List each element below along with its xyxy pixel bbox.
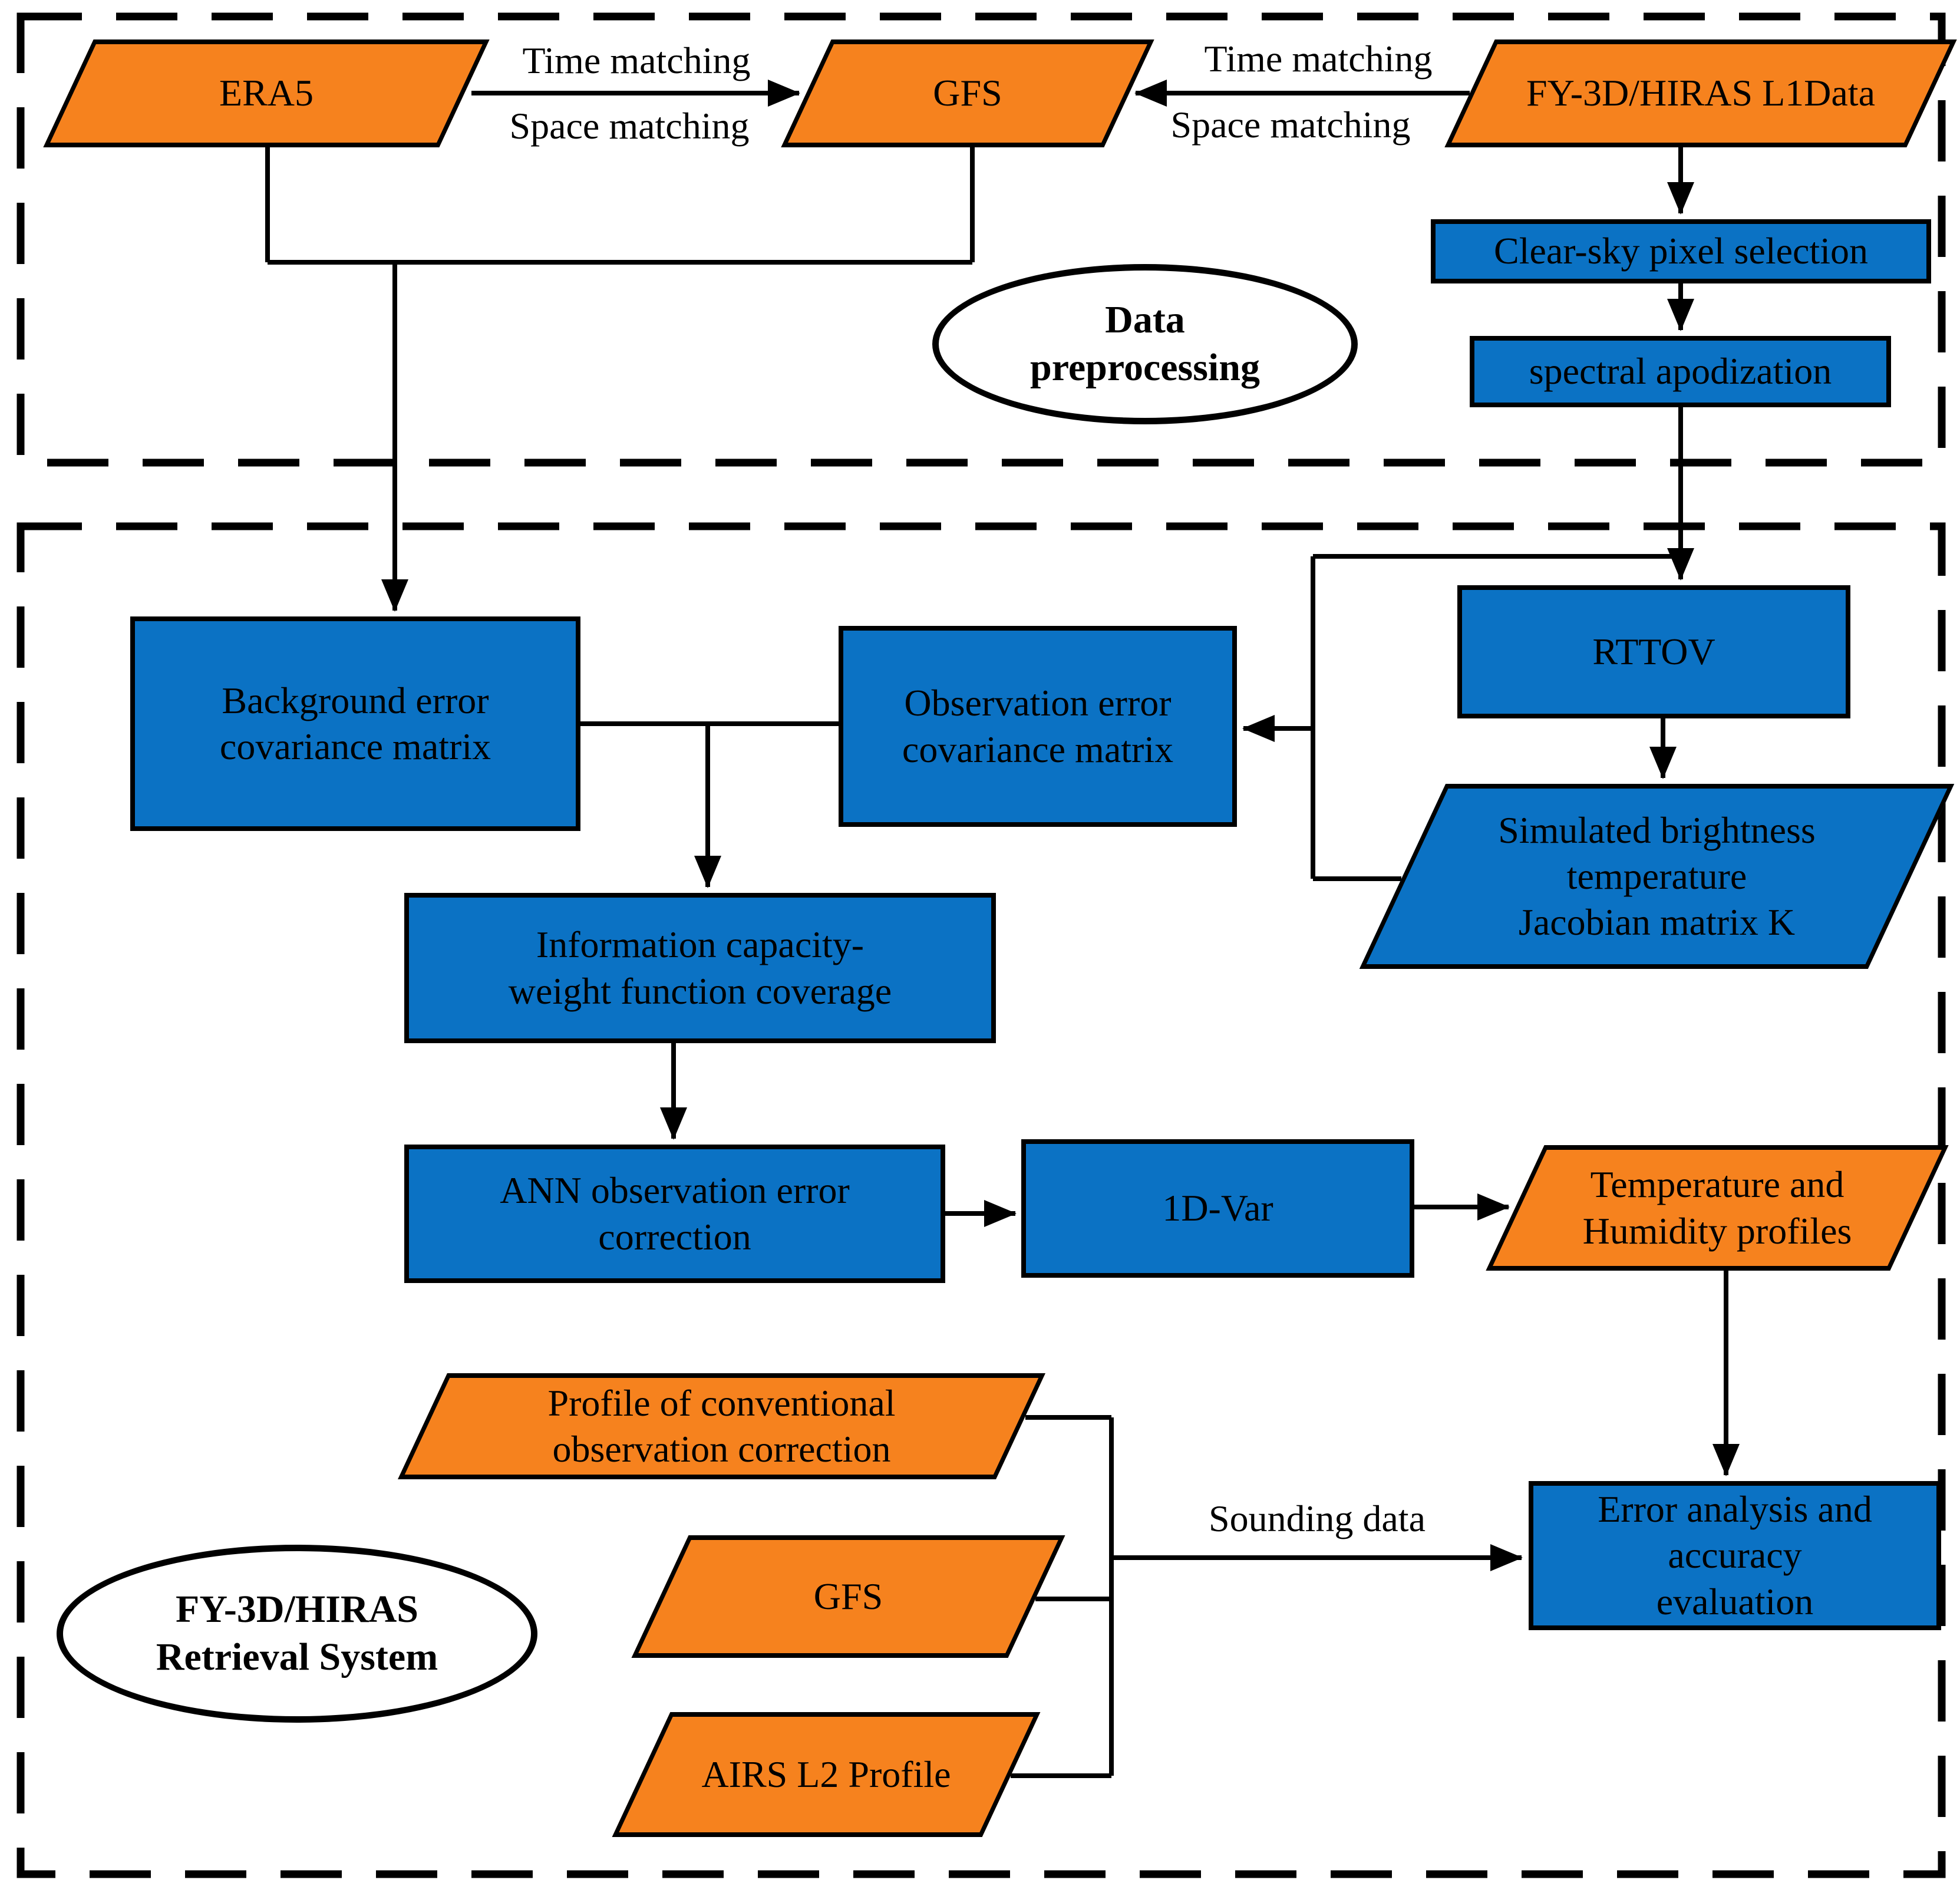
- edge-label-time-matching-left: Time matching: [522, 39, 751, 81]
- node-airs-l2-profile: AIRS L2 Profile: [612, 1712, 1041, 1837]
- simulated-bt-label: Simulated brightness temperature Jacobia…: [1498, 809, 1816, 944]
- spectral-apodization-label: spectral apodization: [1529, 350, 1832, 393]
- error-analysis-label: Error analysis and accuracy evaluation: [1598, 1488, 1872, 1623]
- node-rttov: RTTOV: [1457, 585, 1850, 718]
- node-profile-conventional-observation: Profile of conventional observation corr…: [398, 1373, 1045, 1479]
- temp-humidity-label: Temperature and Humidity profiles: [1582, 1163, 1852, 1252]
- retrieval-region-border: [17, 522, 1946, 1878]
- node-era5: ERA5: [43, 39, 490, 147]
- node-simulated-brightness-temperature: Simulated brightness temperature Jacobia…: [1359, 784, 1955, 969]
- node-clear-sky-pixel-selection: Clear-sky pixel selection: [1431, 219, 1931, 283]
- node-observation-error-covariance: Observation error covariance matrix: [839, 626, 1237, 827]
- node-fy3d-l1data: FY-3D/HIRAS L1Data: [1444, 39, 1957, 147]
- profile-conv-label: Profile of conventional observation corr…: [547, 1381, 896, 1470]
- node-ann-observation-error-correction: ANN observation error correction: [404, 1145, 945, 1283]
- ann-correction-label: ANN observation error correction: [500, 1169, 850, 1258]
- region-label-retrieval-system: FY-3D/HIRAS Retrieval System: [57, 1545, 537, 1723]
- background-cov-label: Background error covariance matrix: [219, 679, 491, 767]
- gfs-top-label: GFS: [933, 72, 1002, 114]
- node-spectral-apodization: spectral apodization: [1470, 336, 1891, 407]
- fy3d-l1data-label: FY-3D/HIRAS L1Data: [1526, 72, 1875, 114]
- edge-label-time-matching-right: Time matching: [1204, 38, 1433, 80]
- retrieval-system-label: FY-3D/HIRAS Retrieval System: [156, 1588, 438, 1678]
- 1d-var-label: 1D-Var: [1162, 1187, 1273, 1229]
- edge-label-sounding-data: Sounding data: [1209, 1498, 1426, 1539]
- clear-sky-label: Clear-sky pixel selection: [1494, 230, 1868, 272]
- node-information-capacity: Information capacity- weight function co…: [404, 893, 996, 1043]
- gfs-bottom-label: GFS: [813, 1575, 883, 1617]
- information-capacity-label: Information capacity- weight function co…: [508, 924, 892, 1012]
- node-gfs-top: GFS: [781, 39, 1154, 147]
- edge-label-space-matching-right: Space matching: [1170, 104, 1411, 146]
- node-gfs-bottom: GFS: [631, 1535, 1065, 1658]
- region-label-data-preprocessing: Data preprocessing: [932, 264, 1358, 424]
- node-error-analysis: Error analysis and accuracy evaluation: [1529, 1481, 1941, 1630]
- airs-l2-label: AIRS L2 Profile: [701, 1753, 951, 1795]
- rttov-label: RTTOV: [1592, 630, 1715, 672]
- node-background-error-covariance: Background error covariance matrix: [130, 616, 580, 831]
- era5-label: ERA5: [219, 72, 314, 114]
- preprocessing-region-border: [17, 12, 1946, 467]
- edge-label-space-matching-left: Space matching: [509, 105, 750, 147]
- node-temperature-humidity-profiles: Temperature and Humidity profiles: [1486, 1145, 1949, 1271]
- observation-cov-label: Observation error covariance matrix: [902, 682, 1174, 770]
- node-1d-var: 1D-Var: [1021, 1139, 1414, 1278]
- data-preprocessing-label: Data preprocessing: [1030, 298, 1260, 389]
